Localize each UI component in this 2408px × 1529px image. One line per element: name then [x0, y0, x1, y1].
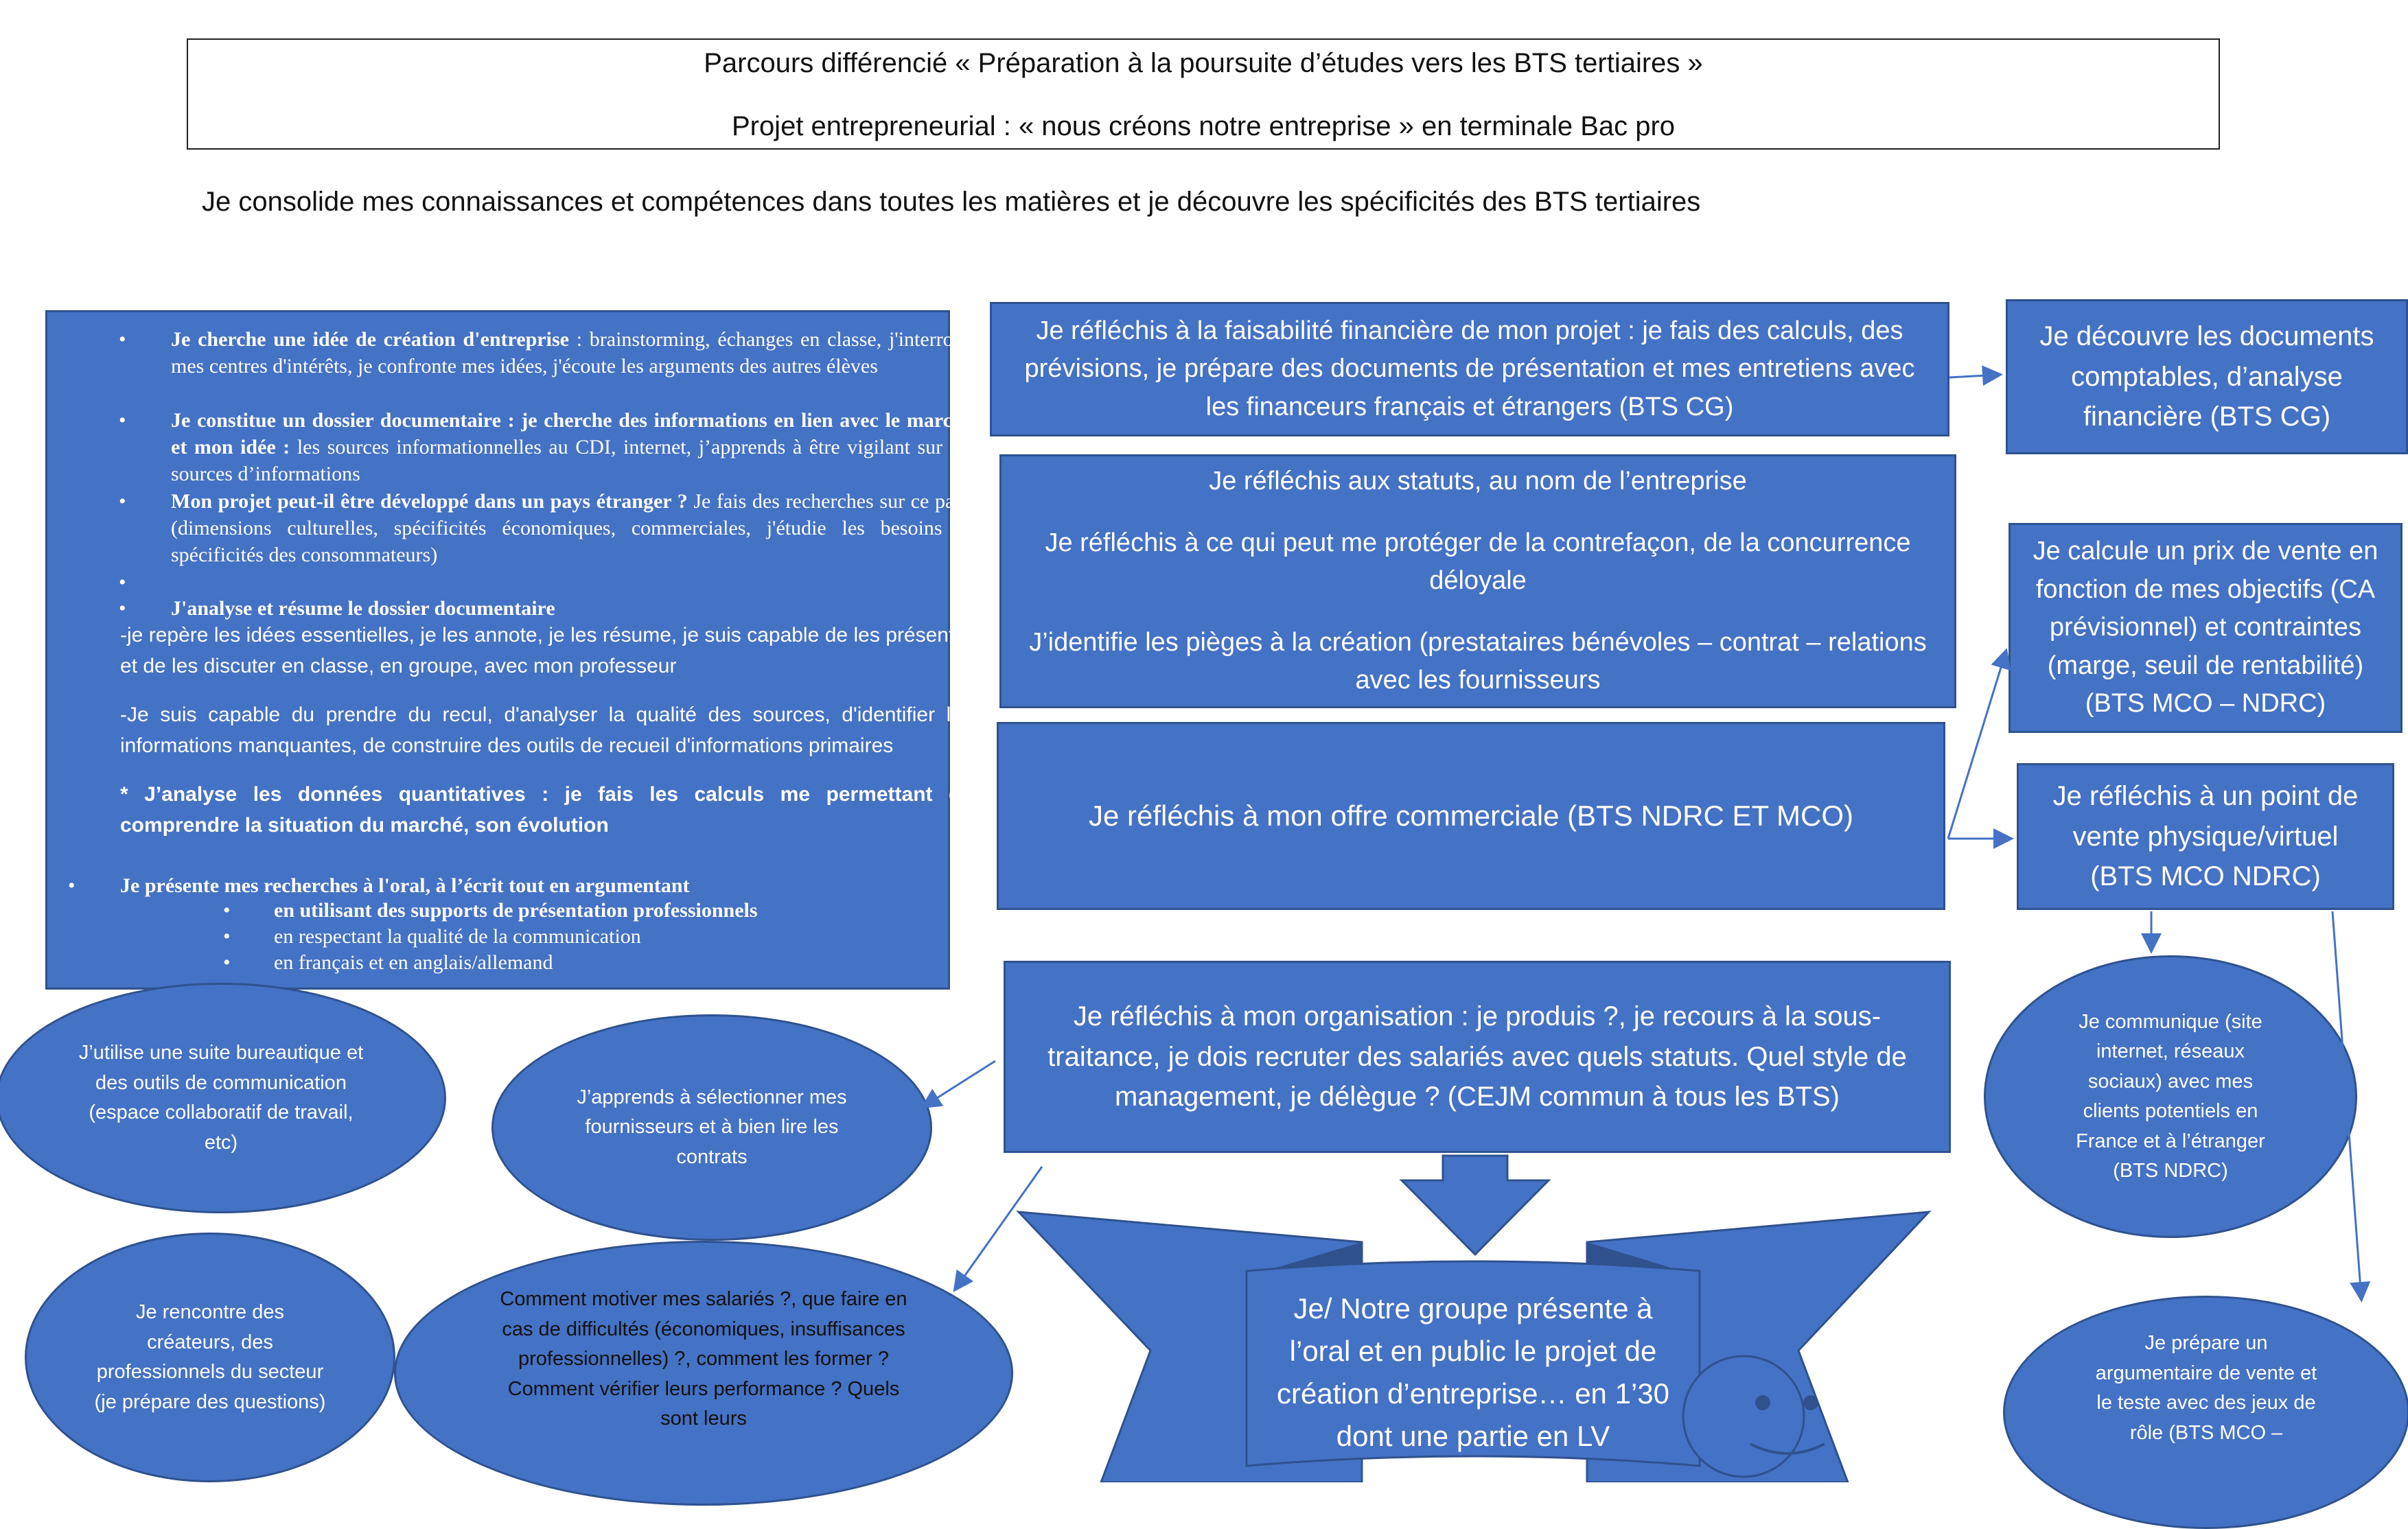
smiley-right-eye	[1803, 1395, 1818, 1410]
research-box: • Je cherche une idée de création d'entr…	[45, 310, 973, 990]
finance-text: Je réfléchis à la faisabilité financière…	[1024, 316, 1915, 421]
research-item-foreign-title: Mon projet peut-il être développé dans u…	[171, 490, 688, 513]
research-item-dossier: Je constitue un dossier documentaire : j…	[171, 407, 973, 487]
arrow-point-to-argumentaire	[2331, 911, 2371, 1303]
statuts-text-1: Je réfléchis aux statuts, au nom de l’en…	[1209, 467, 1747, 496]
arrow-orga-to-motiver	[953, 1166, 1043, 1292]
finance-box: Je réfléchis à la faisabilité financière…	[990, 302, 1949, 436]
bullet: •	[223, 899, 231, 922]
organisation-box: Je réfléchis à mon organisation : je pro…	[1004, 961, 1951, 1153]
bullet: •	[119, 571, 126, 594]
ellipse-motiver-text: Comment motiver mes salariés ?, que fair…	[500, 1288, 907, 1430]
arrow-orga-to-fournisseurs	[920, 1060, 996, 1109]
banner-center	[1245, 1260, 1701, 1467]
research-sub-langues: en français et en anglais/allemand	[274, 951, 553, 974]
prix-text: Je calcule un prix de vente en fonction …	[2033, 537, 2378, 719]
research-item-analyse: J'analyse et résume le dossier documenta…	[171, 595, 973, 622]
ellipse-suite-bureautique: J’utilise une suite bureautique et des o…	[0, 983, 446, 1213]
ellipse-argumentaire-text: Je prépare un argumentaire de vente et l…	[2095, 1332, 2317, 1444]
subtitle: Je consolide mes connaissances et compét…	[202, 187, 1701, 217]
ellipse-communique-text: Je communique (site internet, réseaux so…	[2076, 1010, 2265, 1182]
diagram-shapes	[920, 365, 2371, 1482]
ellipse-rencontre-text: Je rencontre des créateurs, des professi…	[94, 1301, 326, 1413]
research-item-analyse-title: J'analyse et résume le dossier documenta…	[171, 597, 555, 620]
bullet: •	[119, 597, 126, 620]
statuts-text-3: J’identifie les pièges à la création (pr…	[1029, 627, 1927, 695]
ellipse-suite-text: J’utilise une suite bureautique et des o…	[78, 1042, 364, 1154]
arrow-finance-to-comptables	[1949, 365, 2003, 386]
ellipse-communique: Je communique (site internet, réseaux so…	[1984, 955, 2357, 1238]
research-item-idea-text: : brainstorming, échanges en classe, j'i…	[171, 328, 973, 377]
bullet: •	[223, 925, 231, 948]
research-item-idea: Je cherche une idée de création d'entrep…	[171, 326, 973, 380]
smiley-left-eye	[1755, 1395, 1770, 1410]
research-sub-supports: en utilisant des supports de présentatio…	[274, 899, 758, 922]
ellipse-motiver: Comment motiver mes salariés ?, que fair…	[394, 1241, 1013, 1506]
research-para-recul: -Je suis capable du prendre du recul, d'…	[120, 703, 973, 757]
arrow-offre-to-prix	[1947, 648, 2011, 839]
statuts-text-2: Je réfléchis à ce qui peut me protéger d…	[1045, 528, 1911, 596]
ellipse-fournisseurs: J’apprends à sélectionner mes fournisseu…	[491, 1014, 932, 1241]
research-sub-qualite: en respectant la qualité de la communica…	[274, 925, 641, 948]
smiley-face-icon	[1682, 1355, 1805, 1478]
bullet: •	[223, 951, 231, 974]
bullet: •	[119, 490, 126, 513]
comptables-text: Je découvre les documents comptables, d’…	[2039, 321, 2374, 432]
smiley-mouth	[1750, 1443, 1825, 1455]
comptables-box: Je découvre les documents comptables, d’…	[2006, 299, 2408, 454]
statuts-box: Je réfléchis aux statuts, au nom de l’en…	[999, 454, 1956, 708]
research-para-resume: -je repère les idées essentielles, je le…	[120, 624, 973, 677]
prix-box: Je calcule un prix de vente en fonction …	[2008, 523, 2403, 733]
ellipse-fournisseurs-text: J’apprends à sélectionner mes fournisseu…	[577, 1086, 847, 1168]
offre-text: Je réfléchis à mon offre commerciale (BT…	[1088, 799, 1854, 832]
title-box: Parcours différencié « Préparation à la …	[187, 38, 2220, 150]
offre-box: Je réfléchis à mon offre commerciale (BT…	[997, 722, 1945, 910]
banner-text: Je/ Notre groupe présente à l’oral et en…	[1276, 1292, 1669, 1453]
point-vente-text: Je réfléchis à un point de vente physiqu…	[2052, 781, 2359, 892]
research-para-quantitatif: * J’analyse les données quantitatives : …	[120, 783, 973, 837]
organisation-text: Je réfléchis à mon organisation : je pro…	[1047, 1001, 1907, 1112]
research-item-present: Je présente mes recherches à l'oral, à l…	[120, 874, 690, 897]
research-item-foreign-text: Je fais des recherches sur ce pays (dime…	[171, 490, 973, 566]
ellipse-rencontre: Je rencontre des créateurs, des professi…	[25, 1233, 395, 1482]
research-item-idea-title: Je cherche une idée de création d'entrep…	[171, 328, 569, 351]
research-item-dossier-title: Je constitue un dossier documentaire : j…	[171, 409, 973, 458]
bullet: •	[119, 328, 126, 351]
diagram-canvas: Parcours différencié « Préparation à la …	[0, 38, 2408, 1529]
title-line-1: Parcours différencié « Préparation à la …	[704, 48, 1703, 78]
bullet: •	[119, 409, 126, 432]
research-item-foreign: Mon projet peut-il être développé dans u…	[171, 488, 973, 568]
research-item-dossier-text: les sources informationnelles au CDI, in…	[171, 436, 973, 485]
big-down-arrow	[1399, 1154, 1551, 1257]
bullet: •	[68, 874, 76, 897]
point-vente-box: Je réfléchis à un point de vente physiqu…	[2017, 763, 2394, 910]
title-line-2: Projet entrepreneurial : « nous créons n…	[731, 111, 1676, 141]
